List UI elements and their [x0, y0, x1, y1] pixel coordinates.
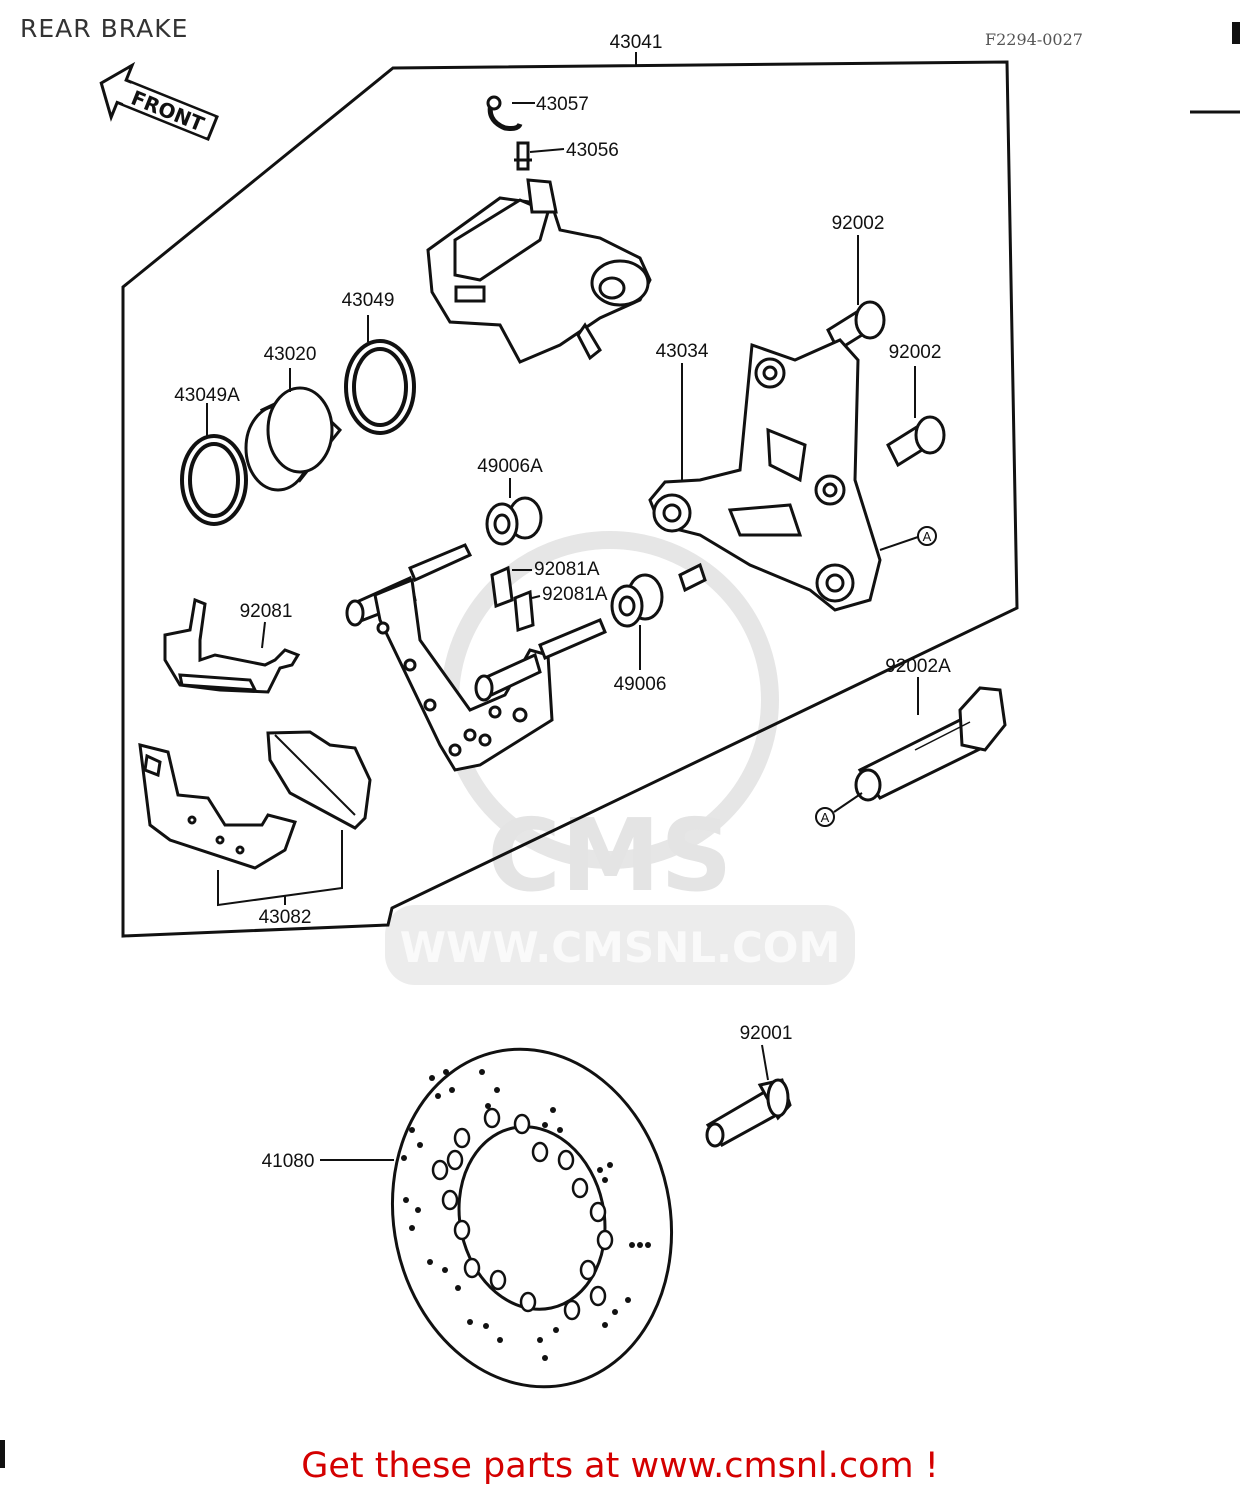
- caliper-assembly-boundary: [121, 60, 1019, 938]
- callout-43049: 43049: [342, 290, 395, 311]
- page-title: REAR BRAKE: [20, 14, 189, 43]
- dust-seal: [180, 434, 248, 526]
- bleed-valve: [514, 141, 532, 171]
- cms-watermark: CMS WWW.CMSNL.COM: [385, 531, 855, 985]
- caliper-bracket: [648, 338, 882, 612]
- callout-92002-upper: 92002: [832, 213, 885, 234]
- bleeder-cap: [486, 95, 523, 131]
- callout-43049a: 43049A: [174, 385, 240, 406]
- disc-bolt: [705, 1078, 792, 1148]
- brake-disc: [390, 1047, 674, 1389]
- callout-92081: 92081: [240, 601, 293, 622]
- callout-49006a: 49006A: [477, 456, 543, 477]
- callout-43020: 43020: [264, 344, 317, 365]
- watermark-url: WWW.CMSNL.COM: [400, 923, 841, 972]
- slide-pin-bracket: [345, 543, 607, 772]
- brake-piston: [244, 386, 343, 492]
- callout-92002a: 92002A: [885, 656, 951, 677]
- watermark-brand: CMS: [488, 797, 733, 914]
- svg-text:A: A: [923, 529, 932, 544]
- callout-92081a-1: 92081A: [534, 559, 600, 580]
- svg-text:A: A: [821, 810, 830, 825]
- pin-boot: [610, 562, 707, 628]
- callout-43041: 43041: [610, 32, 663, 53]
- reference-mark-a: A: [879, 526, 937, 551]
- callout-43082: 43082: [259, 907, 312, 928]
- brake-pads: [138, 730, 372, 870]
- front-label: FRONT: [128, 85, 208, 136]
- pin-boot-a: [485, 496, 543, 546]
- callout-92002-lower: 92002: [889, 342, 942, 363]
- pads-leader: [217, 830, 343, 907]
- piston-seal: [344, 339, 416, 435]
- figure-reference: F2294-0027: [985, 30, 1083, 49]
- callout-41080: 41080: [262, 1151, 315, 1172]
- leader-lines: [206, 102, 919, 1161]
- callout-43034: 43034: [656, 341, 709, 362]
- edge-mark: [1232, 22, 1240, 44]
- pad-spring: [163, 597, 301, 694]
- edge-mark: [0, 1440, 5, 1468]
- callout-92081a-2: 92081A: [542, 584, 608, 605]
- pin-clips: [490, 565, 535, 633]
- callout-43057: 43057: [536, 94, 589, 115]
- front-direction-arrow: FRONT: [99, 61, 219, 142]
- callout-49006: 49006: [614, 674, 667, 695]
- footer-link-text[interactable]: Get these parts at www.cmsnl.com !: [301, 1446, 939, 1486]
- reference-mark-a: A: [815, 792, 863, 827]
- caliper-body: [426, 178, 652, 364]
- caliper-mounting-bolt: [854, 686, 1007, 802]
- callout-92001: 92001: [740, 1023, 793, 1044]
- bracket-bolt-lower: [886, 415, 946, 468]
- callout-43056: 43056: [566, 140, 619, 161]
